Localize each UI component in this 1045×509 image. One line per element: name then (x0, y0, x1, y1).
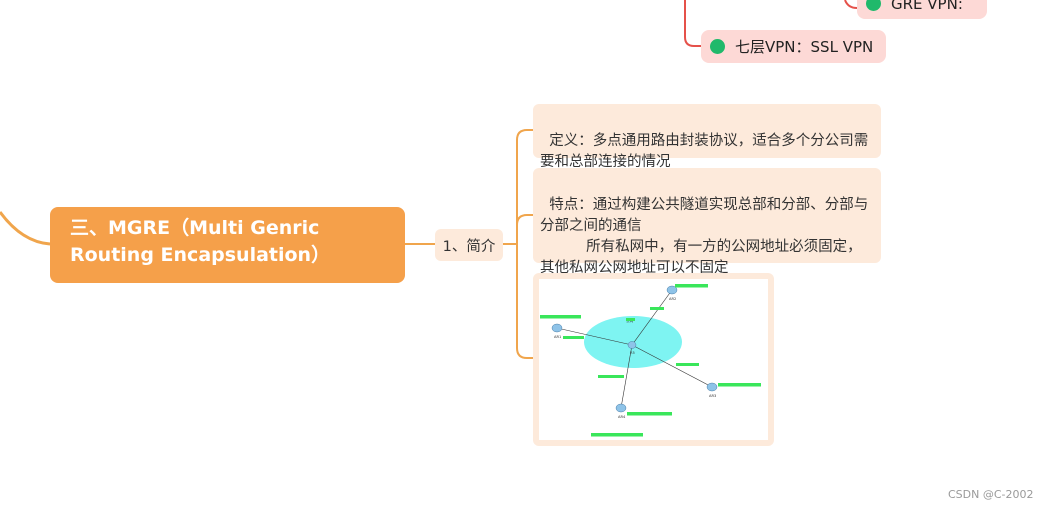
svg-text:R5: R5 (630, 351, 635, 355)
bullet-icon (866, 0, 881, 11)
features-leaf[interactable]: 特点：通过构建公共隧道实现总部和分部、分部与分部之间的通信 所有私网中，有一方的… (533, 168, 881, 276)
bullet-icon (710, 39, 725, 54)
ip-tag (718, 383, 761, 387)
definition-leaf[interactable]: 定义：多点通用路由封装协议，适合多个分公司需要和总部连接的情况 (533, 104, 881, 170)
link-r5-ar3 (631, 344, 713, 388)
router-ar4: AR4 (615, 403, 627, 419)
svg-text:AR1: AR1 (554, 335, 561, 339)
ip-tag (675, 284, 708, 288)
svg-text:AR2: AR2 (669, 297, 676, 301)
subtopic-label: 1、简介 (442, 238, 496, 255)
network-topology-diagram: 公网 AR2 AR1 R5 AR3 AR4 (540, 284, 761, 437)
connector-root-to-main (0, 211, 51, 246)
svg-text:AR3: AR3 (709, 394, 716, 398)
router-r5: R5 (627, 341, 637, 355)
ip-tag (627, 412, 672, 416)
features-text: 特点：通过构建公共隧道实现总部和分部、分部与分部之间的通信 所有私网中，有一方的… (540, 197, 869, 276)
gre-vpn-node[interactable]: GRE VPN: (857, 0, 987, 19)
definition-text: 定义：多点通用路由封装协议，适合多个分公司需要和总部连接的情况 (540, 133, 869, 170)
router-ar1: AR1 (551, 323, 563, 339)
topology-image: 公网 AR2 AR1 R5 AR3 AR4 (539, 279, 768, 440)
csdn-watermark: CSDN @C-2002 (948, 488, 1034, 501)
connector-to-features (516, 214, 533, 244)
subtopic-node[interactable]: 1、简介 (435, 229, 503, 261)
gre-vpn-label: GRE VPN: (891, 0, 963, 13)
connector-to-gre-vpn (844, 0, 858, 9)
main-topic-label: 三、MGRE（Multi Genric Routing Encapsulatio… (70, 217, 331, 266)
router-ar3: AR3 (706, 382, 718, 398)
connector-to-ssl-vpn (684, 0, 701, 47)
link-r5-ar4 (620, 344, 633, 409)
link-r5-ar2 (631, 289, 673, 346)
svg-text:AR4: AR4 (618, 415, 626, 419)
main-topic-node[interactable]: 三、MGRE（Multi Genric Routing Encapsulatio… (50, 207, 405, 283)
ip-tag (563, 336, 584, 339)
ip-tag (676, 363, 699, 366)
ssl-vpn-label: 七层VPN：SSL VPN (735, 38, 874, 56)
ip-tag (626, 318, 635, 321)
ip-tag (591, 433, 643, 437)
ip-tag (650, 307, 664, 310)
connector-to-definition (516, 129, 533, 244)
ssl-vpn-node[interactable]: 七层VPN：SSL VPN (701, 30, 886, 63)
ip-tag (540, 315, 581, 319)
ip-tag (598, 375, 624, 378)
link-r5-ar1 (556, 327, 633, 346)
topology-image-card[interactable]: 公网 AR2 AR1 R5 AR3 AR4 (533, 273, 774, 446)
router-ar2: AR2 (666, 285, 678, 301)
connector-to-image (516, 244, 533, 359)
